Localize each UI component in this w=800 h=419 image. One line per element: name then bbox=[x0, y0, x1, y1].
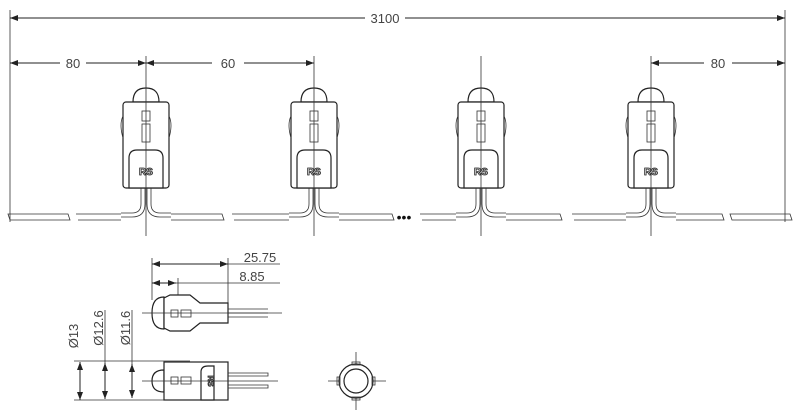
rs-logo: RS bbox=[644, 167, 658, 178]
led-1: RS bbox=[120, 55, 172, 237]
led-3: RS bbox=[455, 55, 507, 237]
dim-diameter-12-6: Ø12.6 bbox=[91, 310, 106, 345]
led-end-view bbox=[328, 352, 386, 410]
rs-logo: RS bbox=[474, 167, 488, 178]
dim-diameter-13: Ø13 bbox=[66, 324, 81, 349]
wire-segments bbox=[7, 213, 793, 221]
led-side-view-bottom: RS bbox=[74, 310, 278, 401]
dim-pitch: 60 bbox=[221, 56, 235, 71]
dim-overall-led-length: 25.75 bbox=[244, 250, 277, 265]
dim-lens-length: 8.85 bbox=[239, 269, 264, 284]
dim-left-offset: 80 bbox=[66, 56, 80, 71]
dim-right-offset: 80 bbox=[711, 56, 725, 71]
continuation-dots: ••• bbox=[397, 209, 412, 225]
rs-logo: RS bbox=[307, 167, 321, 178]
rs-logo: RS bbox=[139, 167, 153, 178]
dim-diameter-11-6: Ø11.6 bbox=[118, 311, 133, 345]
dim-total-length: 3100 bbox=[371, 11, 400, 26]
led-side-view-top bbox=[142, 258, 282, 332]
led-4: RS bbox=[625, 55, 677, 237]
led-2: RS bbox=[288, 55, 340, 237]
